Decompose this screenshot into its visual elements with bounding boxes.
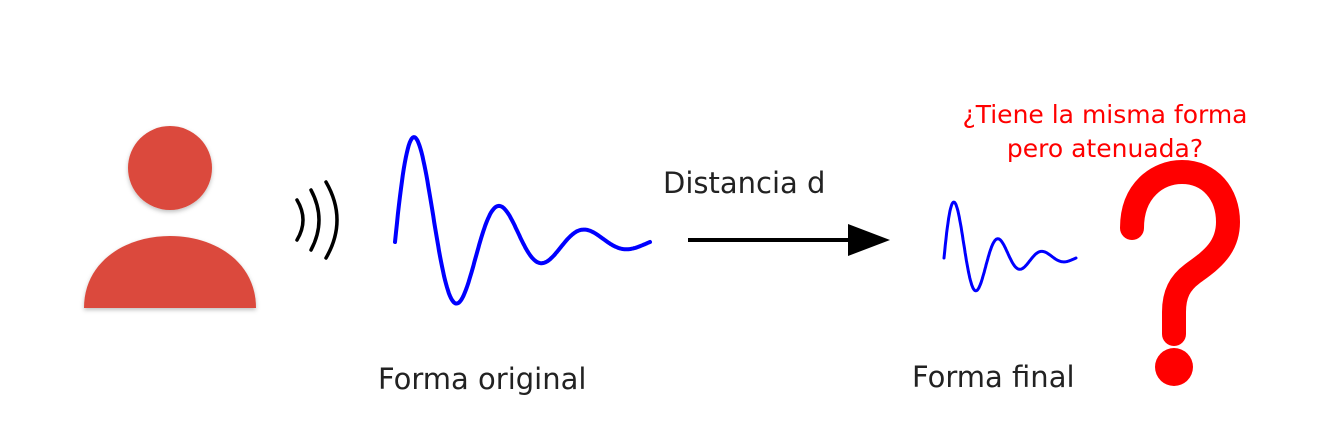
- person-icon: [84, 126, 256, 308]
- original-waveform: [393, 135, 652, 306]
- sound-wave-2: [309, 188, 321, 252]
- distance-label: Distancia d: [663, 166, 826, 200]
- question-text: ¿Tiene la misma forma pero atenuada?: [940, 98, 1270, 166]
- arrow-right-icon: [688, 224, 890, 256]
- arrow-head: [848, 224, 890, 256]
- final-waveform: [942, 200, 1078, 293]
- question-mark-hook: [1120, 160, 1240, 346]
- sound-wave-3: [324, 180, 339, 260]
- person-head: [128, 126, 212, 210]
- original-form-label: Forma original: [378, 362, 587, 396]
- question-line-2: pero atenuada?: [1006, 134, 1204, 163]
- person-body: [84, 236, 256, 308]
- question-mark-dot: [1155, 348, 1193, 386]
- final-form-label: Forma final: [912, 360, 1075, 394]
- question-line-1: ¿Tiene la misma forma: [962, 100, 1248, 129]
- question-mark-icon: [1120, 160, 1240, 386]
- sound-wave-1: [295, 198, 305, 242]
- sound-waves-icon: [295, 180, 339, 260]
